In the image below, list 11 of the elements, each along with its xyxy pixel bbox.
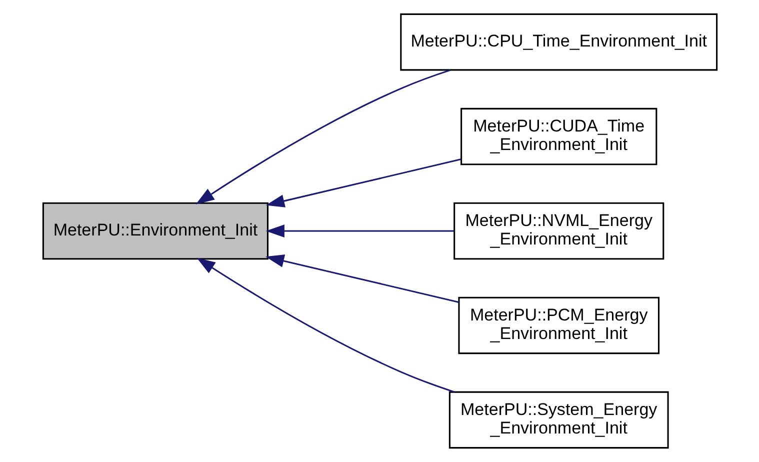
arrow <box>265 254 459 303</box>
arrow <box>196 258 454 393</box>
arrow <box>265 158 461 208</box>
node-box: MeterPU::CPU_Time_Environment_Init <box>400 13 718 71</box>
node-box: MeterPU::Environment_Init <box>42 202 268 260</box>
node-box: MeterPU::System_Energy _Environment_Init <box>448 391 668 449</box>
arrow <box>195 69 450 204</box>
node-box: MeterPU::PCM_Energy _Environment_Init <box>458 296 659 354</box>
node-box: MeterPU::NVML_Energy _Environment_Init <box>453 202 664 260</box>
node-box: MeterPU::CUDA_Time _Environment_Init <box>460 108 657 166</box>
arrow <box>265 224 454 238</box>
